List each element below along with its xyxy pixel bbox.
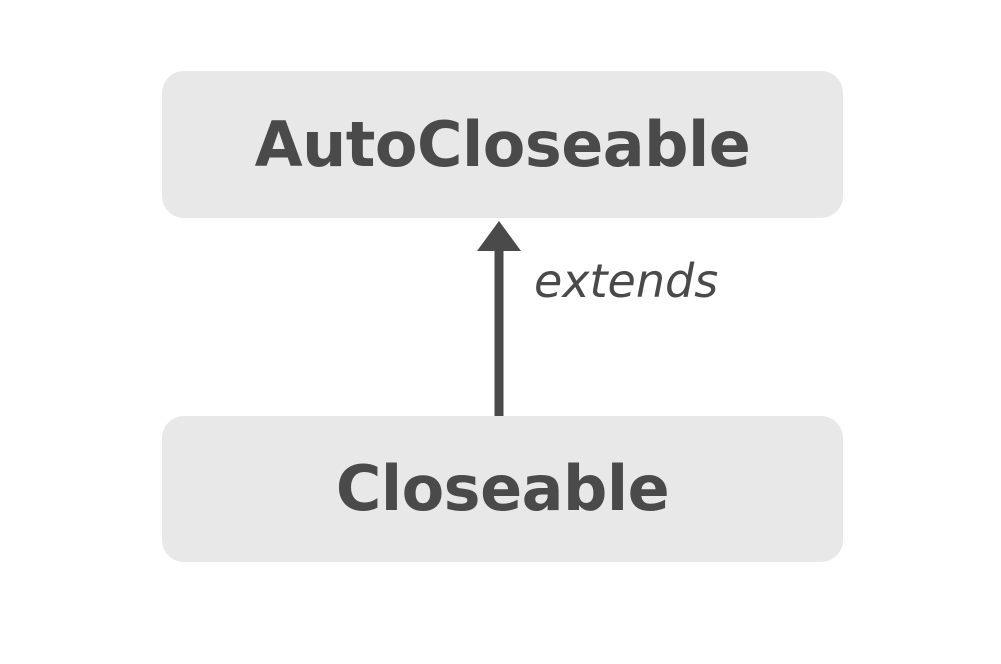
extends-arrow-head: [477, 221, 521, 251]
class-node-autocloseable: AutoCloseable: [162, 71, 843, 218]
class-node-closeable: Closeable: [162, 416, 843, 562]
class-node-label: AutoCloseable: [254, 107, 751, 181]
class-node-label: Closeable: [335, 452, 670, 525]
extends-edge-label: extends: [534, 254, 719, 308]
